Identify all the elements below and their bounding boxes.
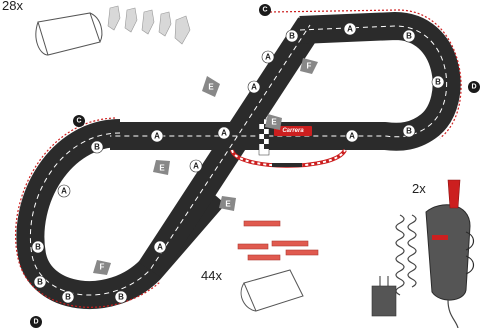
tag-e: E (153, 160, 170, 175)
track-label-a: A (190, 160, 202, 172)
track-label-b: B (62, 291, 74, 303)
curbstone-barrier (232, 150, 345, 167)
svg-text:F: F (307, 62, 312, 71)
carrera-logo-text: Carrera (282, 128, 304, 134)
guard-rail-icon (241, 270, 303, 311)
corner-marker-c: C (73, 115, 85, 127)
corner-marker-c: C (259, 4, 271, 16)
svg-text:A: A (154, 132, 160, 141)
accessory-bottom-middle: 44x (201, 221, 318, 311)
svg-text:B: B (35, 243, 41, 252)
tag-e: E (202, 76, 220, 97)
track-label-b: B (91, 141, 103, 153)
tag-f: F (300, 58, 318, 74)
guard-rail-icon (36, 13, 102, 55)
hand-controller-icon (372, 180, 474, 328)
svg-text:E: E (208, 83, 214, 92)
track-label-b: B (432, 76, 444, 88)
svg-text:A: A (157, 243, 163, 252)
svg-text:F: F (100, 263, 105, 272)
track-label-a: A (248, 81, 260, 93)
svg-text:B: B (37, 278, 43, 287)
track-label-b: B (34, 276, 46, 288)
track-label-b: B (115, 291, 127, 303)
track-label-a: A (346, 130, 358, 142)
svg-text:B: B (289, 32, 295, 41)
track-label-b: B (286, 30, 298, 42)
track-label-a: A (154, 241, 166, 253)
accessory-top-left: 28x (2, 0, 190, 55)
quantity-2x: 2x (412, 181, 426, 196)
svg-text:C: C (262, 7, 267, 14)
track-label-a: A (218, 127, 230, 139)
corner-marker-d: D (30, 316, 42, 328)
svg-text:B: B (435, 78, 441, 87)
track-piece-markers: A A A A A A A A (32, 23, 444, 303)
svg-text:A: A (61, 187, 67, 196)
tag-f: F (93, 260, 111, 275)
svg-text:A: A (265, 53, 271, 62)
svg-text:A: A (349, 132, 355, 141)
svg-text:B: B (406, 32, 412, 41)
track-support-icon (238, 221, 318, 260)
track-label-b: B (403, 30, 415, 42)
track-label-b: B (32, 241, 44, 253)
svg-text:A: A (193, 162, 199, 171)
track-label-a: A (58, 185, 70, 197)
track-label-a: A (262, 51, 274, 63)
svg-text:E: E (159, 164, 165, 173)
svg-text:D: D (33, 319, 38, 326)
accessory-controller: 2x (372, 180, 474, 328)
svg-text:B: B (94, 143, 100, 152)
border-clip-icon (108, 6, 190, 44)
svg-text:B: B (406, 127, 412, 136)
track-label-b: B (403, 125, 415, 137)
track-label-a: A (344, 23, 356, 35)
svg-text:C: C (76, 118, 81, 125)
svg-text:A: A (221, 129, 227, 138)
corner-marker-d: D (468, 81, 480, 93)
svg-text:B: B (65, 293, 71, 302)
quantity-44x: 44x (201, 268, 222, 283)
track-label-a: A (151, 130, 163, 142)
svg-text:A: A (347, 25, 353, 34)
svg-text:D: D (471, 84, 476, 91)
svg-text:E: E (225, 200, 231, 209)
svg-text:E: E (271, 118, 277, 127)
svg-text:B: B (118, 293, 124, 302)
svg-text:A: A (251, 83, 257, 92)
quantity-28x: 28x (2, 0, 23, 13)
